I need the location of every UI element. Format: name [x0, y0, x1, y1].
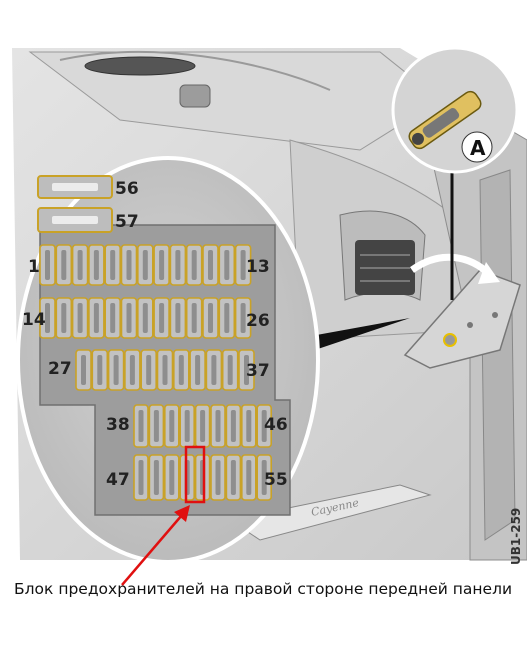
fuse-44-element — [230, 410, 236, 442]
red-pointer-arrow — [121, 505, 190, 586]
fuse-7-element — [142, 250, 148, 280]
fuse-24-element — [208, 303, 213, 333]
fuse-43-element — [215, 410, 221, 442]
fuse-37-element — [244, 355, 249, 385]
fuse-54-element — [246, 460, 252, 495]
fuse-12-element — [224, 250, 230, 280]
fuse-4-element — [93, 250, 99, 280]
fuse-22-element — [175, 303, 181, 333]
figure-code: UB1-259 — [509, 508, 523, 565]
fuse-18-element — [110, 303, 116, 333]
highlighted-fuse-marker — [184, 445, 206, 504]
caption-text: Блок предохранителей на правой стороне п… — [14, 580, 513, 598]
callout-circle-a: A — [391, 46, 519, 174]
fuse-31-element — [146, 355, 152, 385]
fuse-38-element — [138, 410, 144, 442]
fuse-40-element — [169, 410, 175, 442]
fuse-45-element — [246, 410, 252, 442]
fuse-label-13: 13 — [246, 257, 270, 277]
fuse-puller-icon — [408, 90, 482, 150]
fuse-10-element — [191, 250, 197, 280]
fuse-2-element — [61, 250, 67, 280]
fuse-1-element — [45, 250, 50, 280]
fuse-label-38: 38 — [106, 415, 130, 435]
fuse-26-element — [240, 303, 246, 333]
fuse-6-element — [126, 250, 132, 280]
fuse-23-element — [191, 303, 197, 333]
fuse-label-14: 14 — [22, 310, 46, 330]
fuse-label-46: 46 — [264, 415, 288, 435]
fuse-19-element — [126, 303, 132, 333]
fuse-33-element — [178, 355, 184, 385]
fuse-30-element — [129, 355, 135, 385]
fuse-grid — [39, 244, 273, 501]
fuse-25-element — [224, 303, 230, 333]
fuse-27-element — [81, 355, 86, 385]
fuse-46-element — [261, 410, 267, 442]
fuse-9-element — [175, 250, 181, 280]
fuse-label-57: 57 — [115, 212, 139, 232]
fuse-box-zoom-circle: 56 57 1 13 14 26 27 37 38 46 47 55 — [16, 156, 320, 564]
fuse-label-26: 26 — [246, 311, 270, 331]
mirror-mount — [179, 84, 211, 108]
zoom-leader-wedge — [300, 318, 410, 355]
door-sill — [228, 484, 432, 541]
fuse-5-element — [110, 250, 116, 280]
fuse-label-55: 55 — [264, 470, 288, 490]
fuse-label-37: 37 — [246, 361, 270, 381]
fuse-11-element — [208, 250, 213, 280]
fuse-28-element — [97, 355, 103, 385]
fuse-32-element — [162, 355, 168, 385]
fuse-8-element — [159, 250, 165, 280]
fuse-20-element — [142, 303, 148, 333]
fuse-label-47: 47 — [106, 470, 130, 490]
fuse-label-56: 56 — [115, 179, 139, 199]
fuse-42-element — [200, 410, 206, 442]
fuse-55-element — [261, 460, 267, 495]
fuse-label-1: 1 — [28, 257, 40, 277]
fuse-16-element — [77, 303, 83, 333]
side-cover-panel — [403, 269, 521, 369]
fuse-39-element — [153, 410, 159, 442]
fuse-52-element — [215, 460, 221, 495]
fuse-13-element — [240, 250, 246, 280]
fuse-48-element — [153, 460, 159, 495]
fuse-3-element — [77, 250, 83, 280]
side-air-vent — [339, 210, 426, 301]
fuse-49-element — [169, 460, 175, 495]
fuse-47-element — [138, 460, 144, 495]
callout-letter-a: A — [470, 136, 486, 160]
fuse-34-element — [195, 355, 201, 385]
fuse-15-element — [61, 303, 67, 333]
fuse-21-element — [159, 303, 165, 333]
fuse-14-element — [45, 303, 50, 333]
fuse-35-element — [211, 355, 217, 385]
dash-vent-top — [84, 56, 196, 76]
fuse-label-27: 27 — [48, 359, 72, 379]
fuse-53-element — [230, 460, 236, 495]
fuse-36-element — [227, 355, 233, 385]
fuse-41-element — [184, 410, 190, 442]
fuse-17-element — [93, 303, 99, 333]
fuse-29-element — [113, 355, 119, 385]
